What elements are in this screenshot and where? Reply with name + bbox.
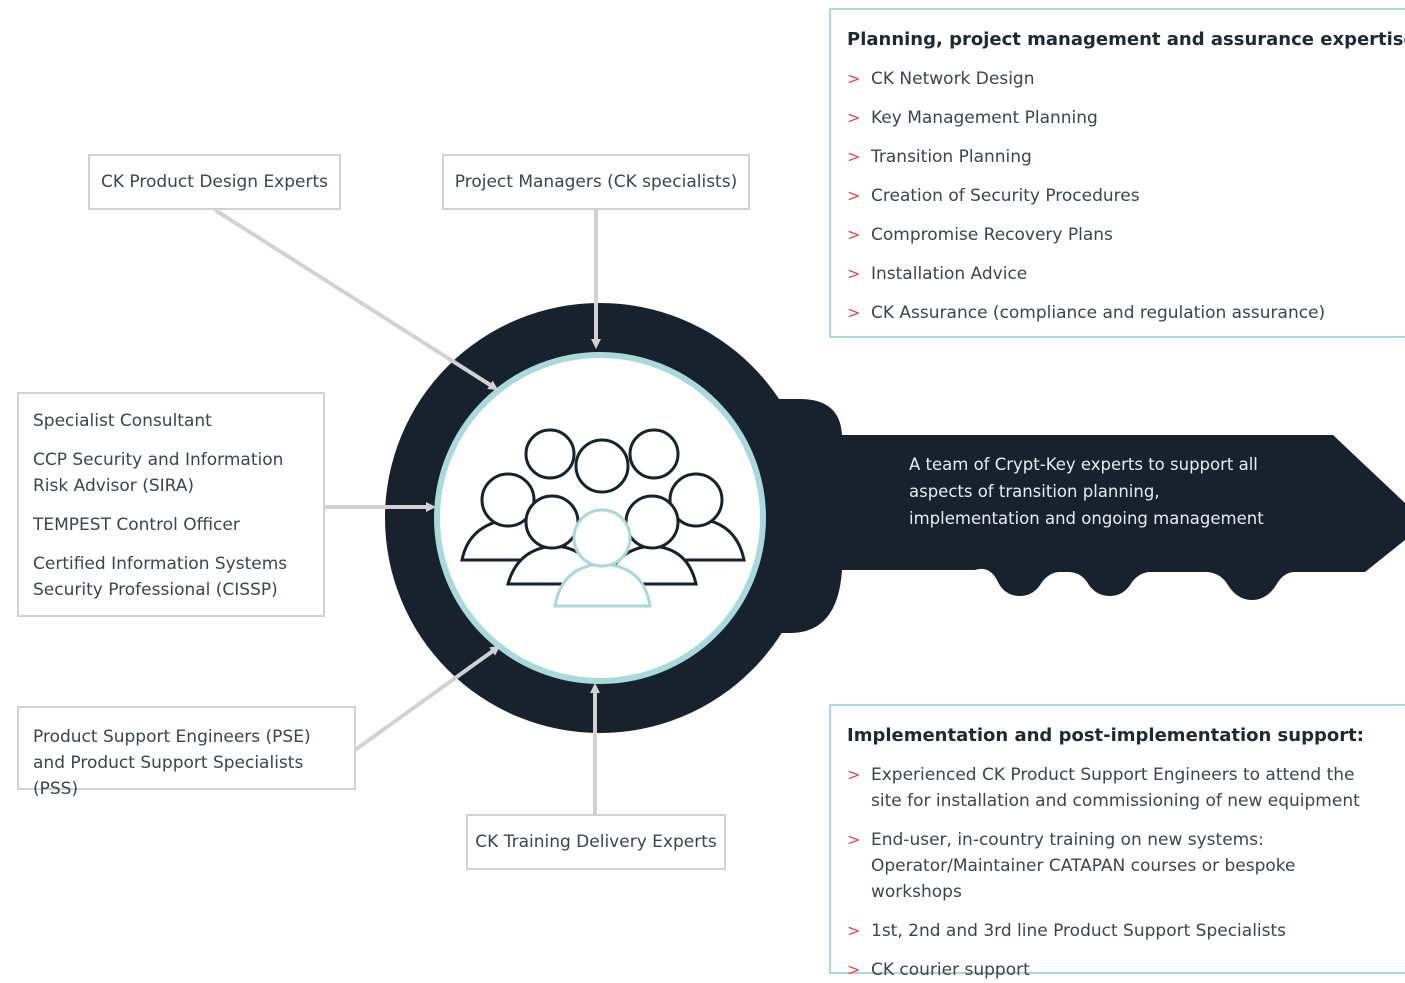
bullet-chevron-icon: >: [847, 108, 861, 127]
key-caption: A team of Crypt-Key experts to support a…: [909, 455, 1264, 528]
role-cissp: Certified Information Systems Security P…: [33, 554, 288, 600]
bullet-chevron-icon: >: [847, 186, 861, 205]
list-item-text: Installation Advice: [871, 264, 1028, 284]
list-item-text: Experienced CK Product Support Engineers…: [871, 765, 1360, 811]
role-product-design-experts: CK Product Design Experts: [88, 154, 341, 210]
list-item-text: CK courier support: [871, 960, 1030, 980]
role-tempest-officer: TEMPEST Control Officer: [33, 515, 240, 535]
implementation-panel: Implementation and post-implementation s…: [829, 704, 1405, 980]
role-project-managers: Project Managers (CK specialists): [442, 154, 750, 210]
role-training-delivery: CK Training Delivery Experts: [466, 814, 726, 870]
planning-panel: Planning, project management and assuran…: [829, 8, 1405, 338]
bullet-chevron-icon: >: [847, 69, 861, 88]
list-item: > End-user, in-country training on new sy…: [847, 827, 1389, 905]
arrow-product-design: [213, 208, 499, 391]
bullet-chevron-icon: >: [847, 960, 861, 979]
person-front: [553, 508, 652, 608]
bullet-chevron-icon: >: [847, 225, 861, 244]
list-item: >1st, 2nd and 3rd line Product Support S…: [847, 918, 1389, 944]
arrow-support-engineers: [353, 645, 501, 752]
role-specialists-box: Specialist Consultant CCP Security and I…: [17, 392, 325, 617]
planning-heading: Planning, project management and assuran…: [847, 29, 1405, 50]
list-item: > CK Network Design: [847, 66, 1389, 92]
list-item-text: CK Assurance (compliance and regulation …: [871, 303, 1326, 323]
bullet-chevron-icon: >: [847, 765, 861, 784]
implementation-heading: Implementation and post-implementation s…: [847, 725, 1364, 746]
team-people-icon: [460, 428, 746, 608]
list-item: > Transition Planning: [847, 144, 1389, 170]
role-support-engineers: Product Support Engineers (PSE) and Prod…: [17, 706, 356, 799]
bullet-chevron-icon: >: [847, 921, 861, 940]
list-item: > Creation of Security Procedures: [847, 183, 1389, 209]
bullet-chevron-icon: >: [847, 147, 861, 166]
list-item: > Installation Advice: [847, 261, 1389, 287]
list-item-text: End-user, in-country training on new sys…: [871, 830, 1296, 902]
bullet-chevron-icon: >: [847, 264, 861, 283]
key-shaft: [770, 399, 1405, 633]
person-back-left: [524, 428, 576, 480]
list-item-text: Compromise Recovery Plans: [871, 225, 1113, 245]
list-item-text: Key Management Planning: [871, 108, 1098, 128]
planning-list: > CK Network Design > Key Management Plann…: [847, 66, 1389, 326]
person-back-right: [628, 428, 680, 480]
list-item-text: CK Network Design: [871, 69, 1035, 89]
list-item-text: 1st, 2nd and 3rd line Product Support Sp…: [871, 921, 1287, 941]
bullet-chevron-icon: >: [847, 830, 861, 849]
list-item: > Compromise Recovery Plans: [847, 222, 1389, 248]
list-item-text: Transition Planning: [871, 147, 1032, 167]
list-item: > CK Assurance (compliance and regulation…: [847, 300, 1389, 326]
person-back-center: [574, 438, 630, 494]
list-item-text: Creation of Security Procedures: [871, 186, 1140, 206]
role-specialist-consultant: Specialist Consultant: [33, 411, 212, 431]
list-item: > Experienced CK Product Support Engineer…: [847, 762, 1389, 814]
implementation-list: > Experienced CK Product Support Engineer…: [847, 762, 1389, 983]
bullet-chevron-icon: >: [847, 303, 861, 322]
role-sira: CCP Security and Information Risk Adviso…: [33, 450, 284, 496]
list-item: > Key Management Planning: [847, 105, 1389, 131]
list-item: > CK courier support: [847, 957, 1389, 983]
